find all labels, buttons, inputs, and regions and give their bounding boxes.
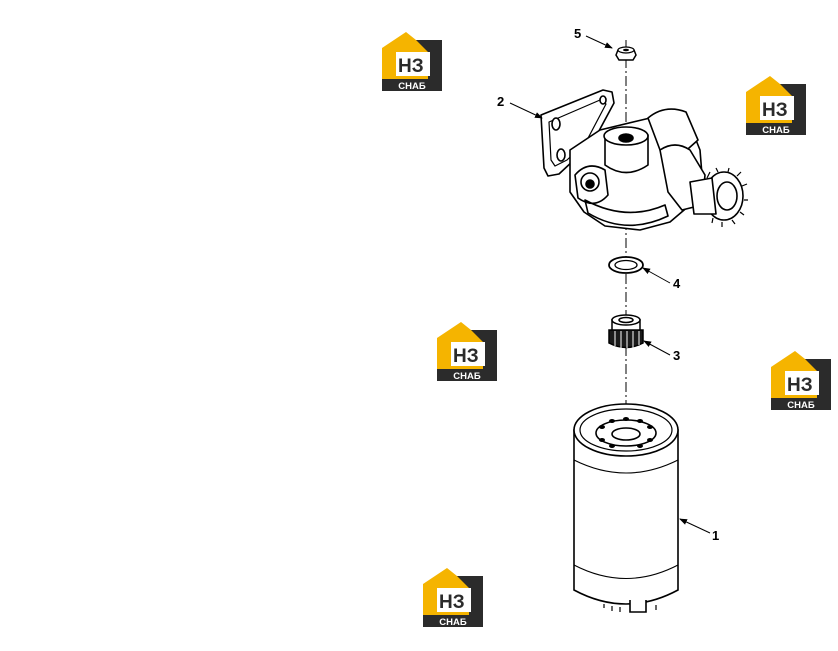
watermark-logo: НЗ СНАБ: [437, 322, 497, 382]
watermark-logo-top: НЗ: [453, 346, 479, 367]
callout-label-4: 4: [673, 276, 681, 291]
cartridge-top-holes: [599, 417, 653, 448]
watermark-logo: НЗ СНАБ: [771, 351, 831, 411]
callout-3: 3: [643, 340, 680, 363]
watermark-logo: НЗ СНАБ: [382, 32, 442, 92]
callout-2: 2: [497, 94, 543, 119]
watermark-logo-top: НЗ: [787, 375, 813, 396]
part-1-filter-cartridge: [573, 403, 679, 613]
callout-label-3: 3: [673, 348, 680, 363]
part-3-adapter: [608, 314, 644, 349]
watermark-logo: НЗ СНАБ: [746, 76, 806, 136]
callout-label-1: 1: [712, 528, 719, 543]
watermark-logo-top: НЗ: [762, 100, 788, 121]
callout-4: 4: [642, 267, 681, 291]
part-4-seal-ring: [608, 256, 644, 274]
watermark-logo-bottom: СНАБ: [439, 617, 467, 628]
watermark-logo-bottom: СНАБ: [787, 400, 815, 411]
priming-knob: [689, 167, 748, 227]
callout-label-5: 5: [574, 26, 581, 41]
watermark-logo-bottom: СНАБ: [762, 125, 790, 136]
part-5-plug: [615, 46, 637, 61]
watermark-logo-bottom: СНАБ: [398, 81, 426, 92]
watermark-logo-top: НЗ: [398, 56, 424, 77]
watermark-logo-top: НЗ: [439, 592, 465, 613]
callout-1: 1: [679, 518, 719, 543]
callout-5: 5: [574, 26, 613, 49]
watermark-logo: НЗ СНАБ: [423, 568, 483, 628]
part-2-filter-head: [540, 89, 748, 231]
callout-label-2: 2: [497, 94, 504, 109]
watermark-logo-bottom: СНАБ: [453, 371, 481, 382]
